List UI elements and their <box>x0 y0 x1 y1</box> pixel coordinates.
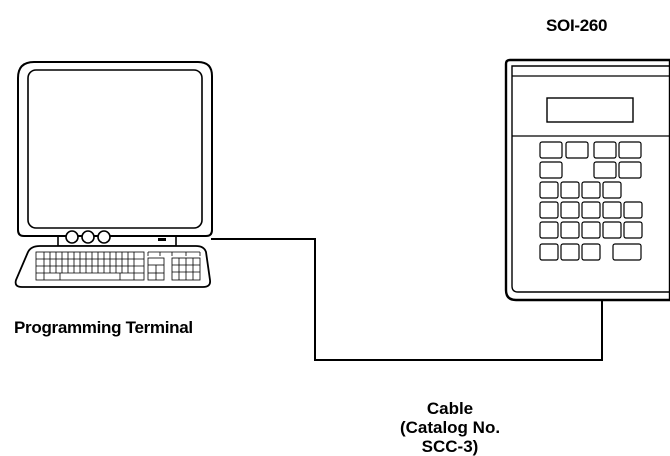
device-housing <box>504 58 670 302</box>
cable-catalog: (Catalog No. SCC-3) <box>399 418 501 456</box>
monitor-knob-2 <box>81 230 95 244</box>
keyboard-keys <box>35 251 201 281</box>
monitor-screen <box>27 69 203 229</box>
device-label: SOI-260 <box>546 16 608 35</box>
programming-terminal <box>14 61 213 288</box>
monitor-body <box>17 61 213 237</box>
cable-label: Cable (Catalog No. SCC-3) <box>380 399 520 456</box>
device-front-panel <box>511 65 670 293</box>
monitor-knob-3 <box>97 230 111 244</box>
monitor-knob-1 <box>65 230 79 244</box>
soi-260-device <box>504 58 670 302</box>
cable-line <box>211 238 603 361</box>
device-display <box>546 97 634 123</box>
device-keypad <box>539 141 643 261</box>
terminal-label: Programming Terminal <box>14 318 193 337</box>
cable-name: Cable <box>426 399 474 418</box>
power-indicator <box>158 238 166 241</box>
keyboard-body <box>14 245 212 288</box>
